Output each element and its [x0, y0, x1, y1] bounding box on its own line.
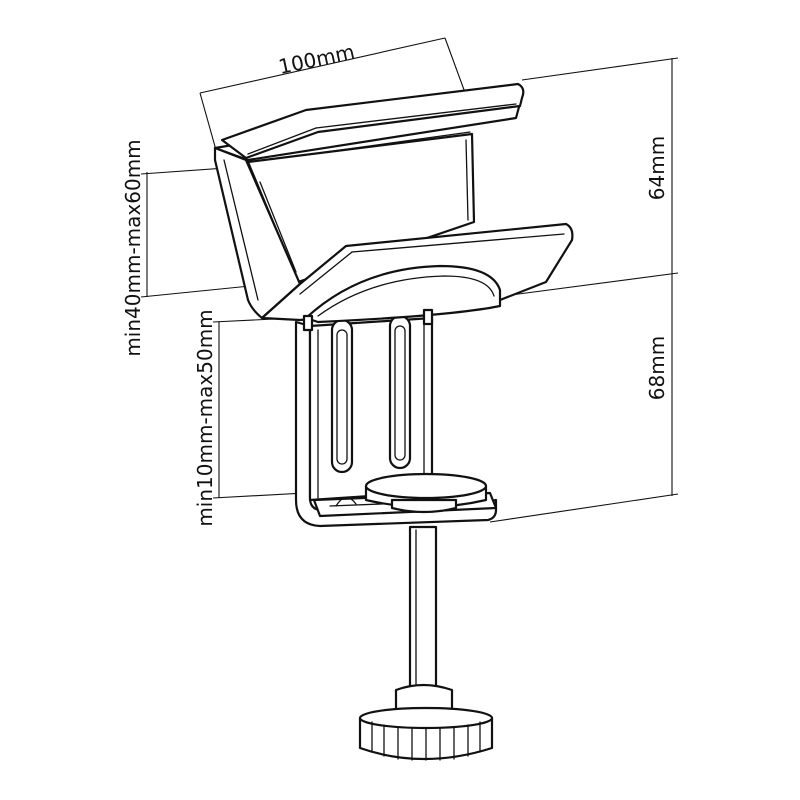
- height-extension-top: [521, 57, 679, 81]
- shelf-shell: [304, 264, 502, 324]
- c-frame-plate: [308, 316, 434, 502]
- height-extension-bottom: [489, 493, 679, 523]
- width-extension-left: [199, 92, 217, 151]
- height-lower-label: 68mm: [645, 336, 669, 400]
- adjust-slot-left: [330, 318, 354, 474]
- width-dimension-line: [199, 37, 446, 94]
- screw-rod: [408, 525, 438, 694]
- clamp-lower-frame: [294, 314, 498, 528]
- knob-ridges: [371, 721, 481, 761]
- adjustment-knob: [358, 683, 494, 761]
- height-extension-mid: [487, 272, 679, 299]
- pad-top: [364, 472, 488, 500]
- rod-shaft: [408, 525, 438, 694]
- width-label: 100mm: [276, 39, 356, 79]
- pressure-pad: [364, 472, 488, 514]
- opening-upper-extension-bottom: [140, 284, 261, 298]
- opening-upper-label: min40mm-max60mm: [121, 139, 145, 356]
- height-upper-label: 64mm: [645, 136, 669, 200]
- opening-lower-label: min10mm-max50mm: [193, 309, 217, 526]
- upper-bracket: [213, 82, 574, 332]
- width-extension-right: [444, 37, 468, 99]
- adjust-slot-right: [388, 314, 412, 470]
